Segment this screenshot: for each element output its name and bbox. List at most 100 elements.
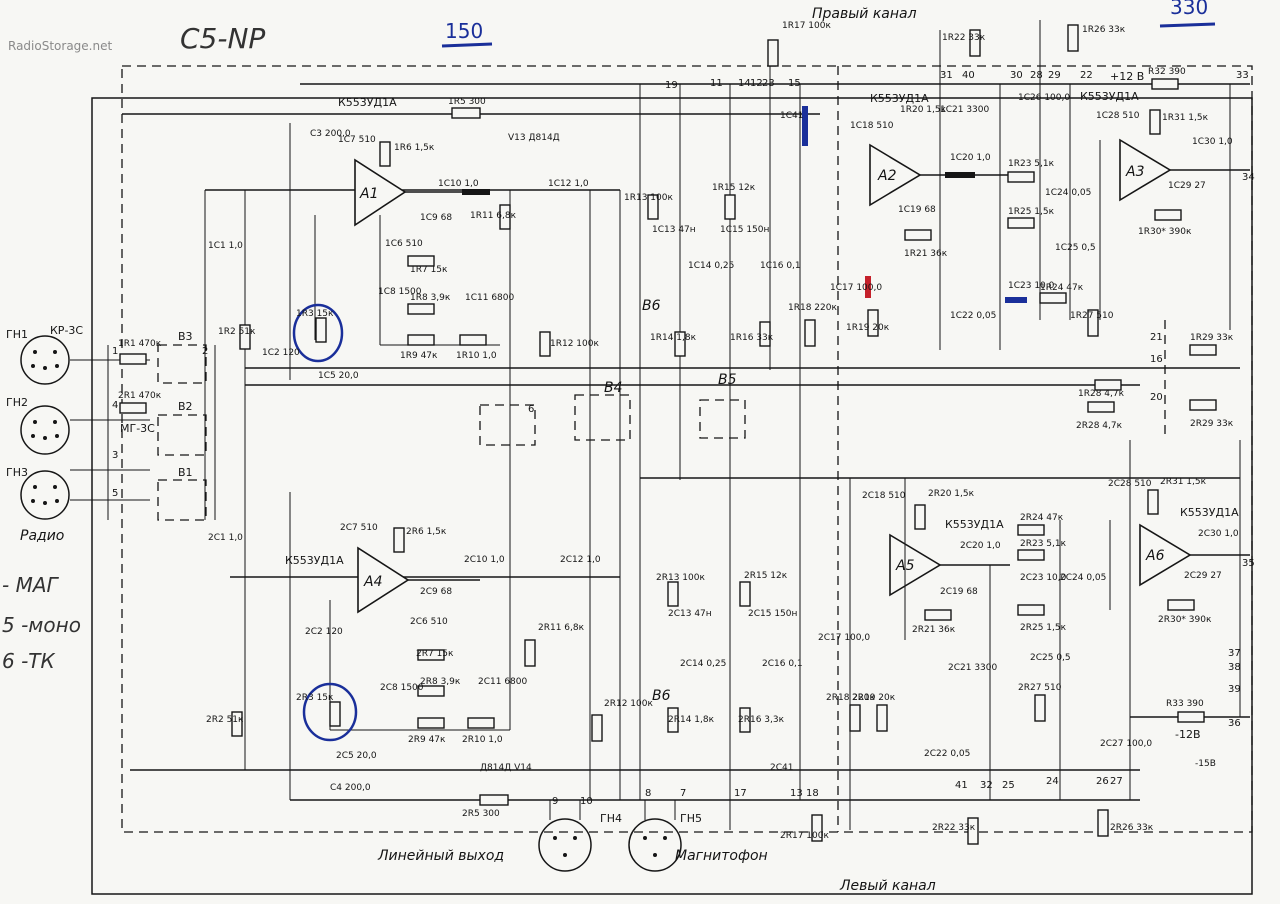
terminal-16: 16 [1150, 354, 1163, 365]
label-2r19: 2R19 20к [852, 693, 896, 703]
connector-gn2[interactable] [20, 405, 70, 455]
terminal-14: 14 [738, 78, 751, 89]
potentiometer-1r17[interactable] [767, 39, 779, 67]
terminal-19: 19 [665, 80, 678, 91]
resistor-2r10 [467, 717, 495, 729]
label-1c18: 1C18 510 [850, 121, 894, 131]
label-2c14: 2C14 0,25 [680, 659, 726, 669]
label-2r31: 2R31 1,5к [1160, 477, 1207, 487]
label-1r18: 1R18 220к [788, 303, 837, 313]
label-2r11: 2R11 6,8к [538, 623, 585, 633]
handwritten-330: 330 [1170, 0, 1208, 19]
resistor-2r25 [1017, 604, 1045, 616]
blue-mark-lower [302, 682, 358, 742]
highlight-1c17 [865, 276, 871, 298]
label-2r10: 2R10 1,0 [462, 735, 503, 745]
connector-gn4[interactable] [538, 818, 592, 872]
label-1c11: 1C11 6800 [465, 293, 515, 303]
label-2r23: 2R23 5,1к [1020, 539, 1067, 549]
potentiometer-2r17[interactable] [811, 814, 823, 842]
opamp-a6 [1139, 523, 1192, 587]
resistor-1r22[interactable] [969, 29, 981, 57]
resistor-2r21 [924, 609, 952, 621]
label-2r13: 2R13 100к [656, 573, 705, 583]
resistor-2r29[interactable] [1189, 399, 1217, 411]
switch-v2[interactable] [157, 414, 207, 456]
label-2r25: 2R25 1,5к [1020, 623, 1067, 633]
terminal-13: 13 [790, 788, 803, 799]
label-2c9: 2C9 68 [420, 587, 452, 597]
label-1c12: 1C12 1,0 [548, 179, 589, 189]
terminal-10: 10 [580, 796, 593, 807]
label-v3: В3 [178, 330, 193, 343]
opamp-a5 [889, 533, 942, 597]
label-2c29: 2C29 27 [1184, 571, 1222, 581]
label-1r2: 1R2 51к [218, 327, 256, 337]
label-right-channel: Правый канал [812, 6, 917, 22]
label-supply-minus: -12В [1175, 728, 1201, 741]
resistor-2r20 [914, 504, 926, 530]
resistor-1r3 [315, 317, 327, 343]
label-2c21: 2C21 3300 [948, 663, 998, 673]
label-gn5: ГН5 [680, 812, 702, 825]
resistor-1r23 [1007, 171, 1035, 183]
switch-v4[interactable] [574, 394, 631, 441]
terminal-1: 1 [112, 346, 118, 357]
terminal-4: 4 [112, 400, 118, 411]
watermark: RadioStorage.net [8, 39, 112, 53]
connector-gn1[interactable] [20, 335, 70, 385]
label-1r16: 1R16 33к [730, 333, 774, 343]
resistor-2r14 [667, 707, 679, 733]
terminal-23: 23 [762, 78, 775, 89]
label-1r17: 1R17 100к [782, 21, 831, 31]
label-1r23: 1R23 5,1к [1008, 159, 1055, 169]
label-2r16: 2R16 3,3к [738, 715, 785, 725]
label-2c17: 2C17 100,0 [818, 633, 870, 643]
label-2c2: 2C2 120 [305, 627, 343, 637]
resistor-2r22[interactable] [967, 817, 979, 845]
label-2c22: 2C22 0,05 [924, 749, 970, 759]
switch-v5[interactable] [699, 399, 746, 439]
resistor-1r14 [674, 331, 686, 357]
resistor-2r1 [119, 402, 147, 414]
label-1r10: 1R10 1,0 [456, 351, 497, 361]
label-2r8: 2R8 3,9к [420, 677, 461, 687]
resistor-1r8 [407, 303, 435, 315]
terminal-40: 40 [962, 70, 975, 81]
switch-v1[interactable] [157, 479, 207, 521]
switch-v3[interactable] [157, 344, 207, 384]
resistor-2r26[interactable] [1097, 809, 1109, 837]
label-1c14: 1C14 0,25 [688, 261, 734, 271]
resistor-2r9 [417, 717, 445, 729]
label-2c23: 2C23 10,0 [1020, 573, 1067, 583]
resistor-1r9 [407, 334, 435, 346]
switch-v6[interactable] [479, 404, 536, 446]
label-v2: В2 [178, 400, 193, 413]
terminal-8: 8 [645, 788, 651, 799]
label-tape: Магнитофон [675, 848, 768, 864]
terminal-26: 26 [1096, 776, 1109, 787]
label-2r12: 2R12 100к [604, 699, 653, 709]
terminal-11: 11 [710, 78, 723, 89]
label-2r15: 2R15 12к [744, 571, 788, 581]
highlight-1c23 [1005, 297, 1027, 303]
terminal-21: 21 [1150, 332, 1163, 343]
connector-gn5[interactable] [628, 818, 682, 872]
terminal-25: 25 [1002, 780, 1015, 791]
label-2c1: 2C1 1,0 [208, 533, 243, 543]
resistor-2r28 [1087, 401, 1115, 413]
resistor-1r29[interactable] [1189, 344, 1217, 356]
resistor-1r1 [119, 353, 147, 365]
label-a4-type: К553УД1А [285, 554, 344, 567]
label-2r24: 2R24 47к [1020, 513, 1064, 523]
label-2r2: 2R2 51к [206, 715, 244, 725]
resistor-r33 [1177, 711, 1205, 723]
label-mg3s: МГ-3С [120, 422, 155, 435]
label-1c41: 1C41 [780, 111, 803, 121]
board-outline-outer [91, 97, 1253, 895]
resistor-1r26[interactable] [1067, 24, 1079, 52]
label-1r29: 1R29 33к [1190, 333, 1234, 343]
connector-gn3[interactable] [20, 470, 70, 520]
label-2c25: 2C25 0,5 [1030, 653, 1071, 663]
